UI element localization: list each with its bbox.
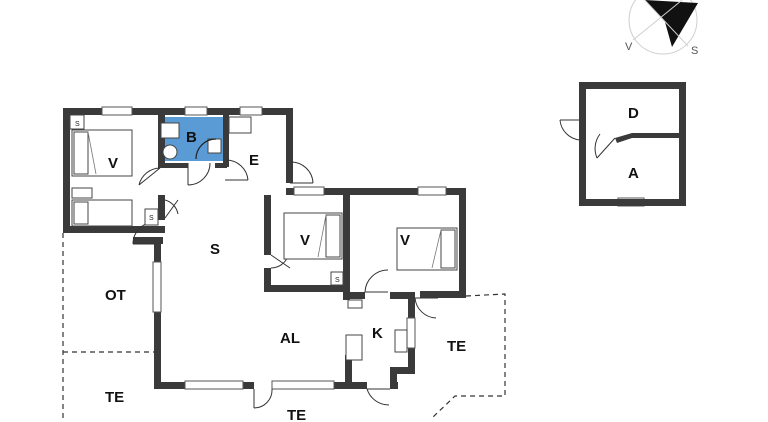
terrace-outlines — [62, 233, 506, 420]
kitchen-sink — [394, 329, 408, 353]
compass-west-label: V — [625, 41, 633, 53]
windows — [101, 106, 645, 390]
house-walls — [63, 108, 466, 389]
room-label-alcove: AL — [280, 330, 300, 347]
room-label-outer-terrace: OT — [105, 287, 126, 304]
room-label-shed-a: A — [628, 165, 639, 182]
room-label-bathroom: B — [186, 129, 197, 146]
room-label-shed-d: D — [628, 105, 639, 122]
furniture — [69, 114, 458, 361]
stove — [345, 334, 363, 361]
cabinet-label: S — [149, 215, 154, 222]
room-label-bedroom-nw: V — [108, 155, 118, 172]
room-label-living: S — [210, 241, 220, 258]
north-arrow-icon — [645, 0, 698, 47]
shed-walls — [579, 82, 686, 206]
cabinet-label: S — [335, 277, 340, 284]
room-label-bedroom-mid: V — [300, 232, 310, 249]
sink — [160, 122, 180, 139]
cabinet — [144, 208, 159, 226]
compass-south-label: S — [691, 45, 698, 57]
doors — [132, 119, 616, 409]
room-label-entry: E — [249, 152, 259, 169]
cabinet — [69, 114, 85, 130]
shower-fixture — [207, 138, 222, 154]
compass-ring — [628, 0, 698, 55]
compass: V S — [625, 0, 698, 57]
room-label-terrace-south: TE — [287, 407, 306, 422]
cabinet-label: S — [75, 121, 80, 128]
room-labels: V B E S V V AL K OT TE TE TE D A S S S — [75, 105, 639, 422]
room-label-terrace-sw: TE — [105, 389, 124, 406]
room-label-kitchen: K — [372, 325, 383, 342]
room-label-bedroom-east: V — [400, 232, 410, 249]
room-label-terrace-east: TE — [447, 338, 466, 355]
washer — [228, 116, 252, 134]
toilet — [162, 144, 178, 160]
cabinet — [330, 271, 344, 286]
